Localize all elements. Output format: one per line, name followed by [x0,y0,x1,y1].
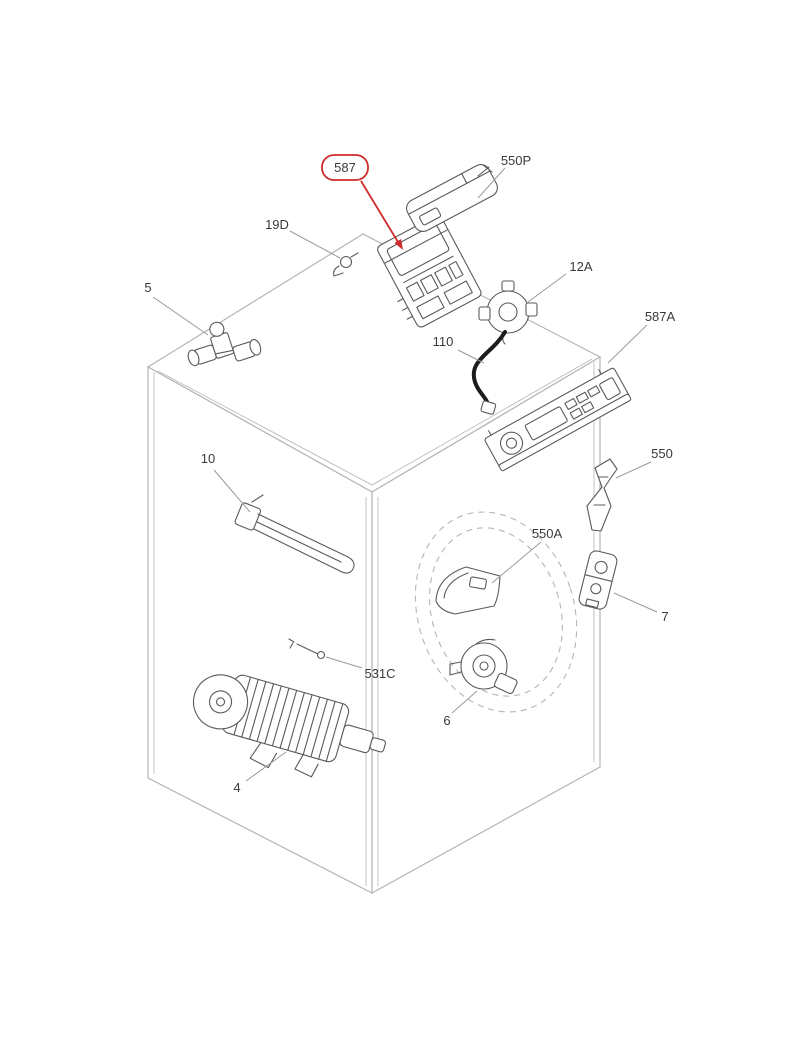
leader-7 [613,592,658,613]
part-cable-110 [471,330,507,415]
part-control-module[interactable] [371,214,483,332]
part-hose-clip [333,252,359,277]
washer-cabinet-outline [146,233,602,895]
part-door-lock [578,550,618,610]
label-110[interactable]: 110 [433,334,454,349]
part-drain-pump [449,638,518,695]
leader-110 [457,349,485,364]
part-cover-latch [477,164,493,177]
label-550P[interactable]: 550P [501,153,531,168]
part-heating-element [234,494,355,574]
label-19D[interactable]: 19D [265,217,289,232]
label-10[interactable]: 10 [201,451,215,466]
label-550[interactable]: 550 [651,446,673,461]
label-4[interactable]: 4 [233,780,240,795]
leader-550 [615,461,652,479]
leader-12A [527,273,567,303]
part-module-cover [406,164,498,232]
leader-550A [491,541,542,584]
label-587-highlight[interactable]: 587 [321,154,403,250]
leader-4 [245,751,287,782]
part-screw-pin [288,638,326,660]
part-control-panel [484,367,632,472]
door-rim-dashed-circle [429,527,563,697]
part-labels: 550P 19D 12A 5 587A 110 10 550 550A 7 53… [144,153,675,795]
label-587[interactable]: 587 [334,160,356,175]
leader-lines [152,167,658,782]
leader-19D [289,230,341,259]
label-12A[interactable]: 12A [569,259,592,274]
label-531C[interactable]: 531C [364,666,395,681]
leader-10 [213,469,251,513]
part-cover-bracket [435,566,501,615]
label-550A[interactable]: 550A [532,526,563,541]
label-587A[interactable]: 587A [645,309,676,324]
leader-5 [152,296,209,336]
part-motor [192,674,387,778]
label-7[interactable]: 7 [661,609,668,624]
leader-531C [325,656,363,669]
door-opening-dashed-circle [414,511,578,713]
leader-6 [451,690,478,714]
leader-550P [477,167,506,199]
leader-587A [607,324,648,364]
label-5[interactable]: 5 [144,280,151,295]
part-inlet-valve [187,321,262,367]
part-pressure-switch [478,280,538,345]
highlight-arrowhead [394,239,403,250]
label-6[interactable]: 6 [443,713,450,728]
part-side-bracket [586,458,618,532]
